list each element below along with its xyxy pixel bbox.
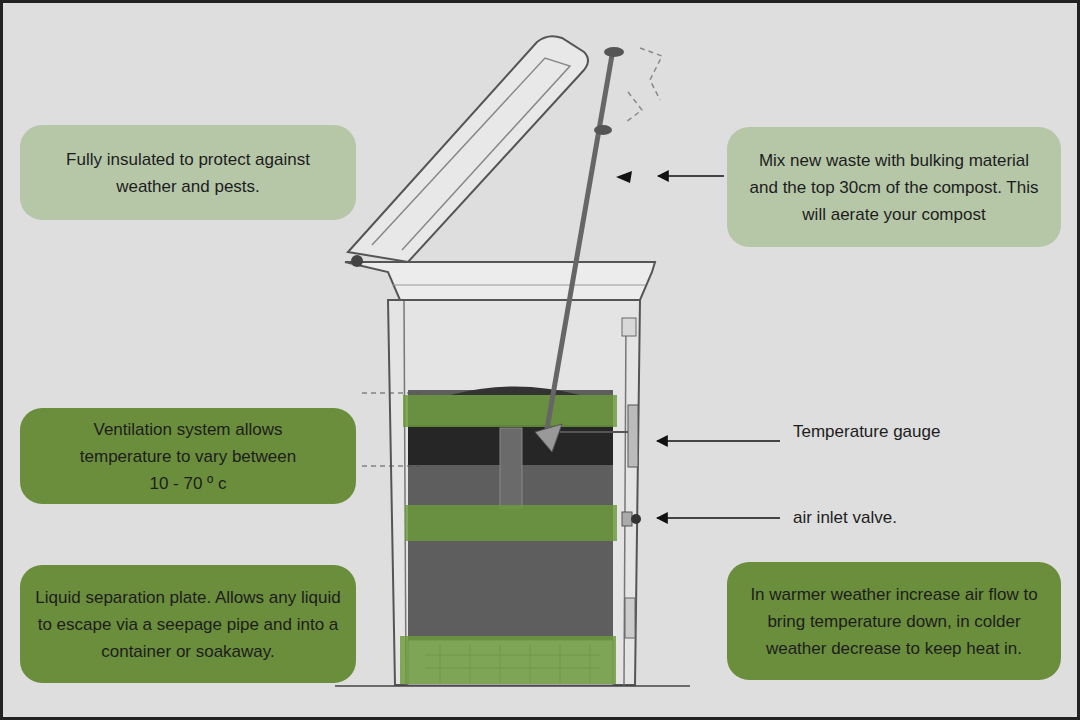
note-box: Fully insulated to protect against weath… xyxy=(20,125,356,220)
aerator-handle xyxy=(604,47,624,57)
leader-arrow xyxy=(657,517,780,519)
note-text: Liquid separation plate. Allows any liqu… xyxy=(34,584,342,665)
leader-arrow xyxy=(657,440,780,442)
note-box: Ventilation system allows temperature to… xyxy=(20,408,356,504)
lid-edge xyxy=(372,58,570,250)
part-label: Temperature gauge xyxy=(793,421,940,443)
ground-line xyxy=(335,685,690,687)
note-box: Mix new waste with bulking material and … xyxy=(727,127,1061,247)
aerator-blade xyxy=(535,424,562,452)
motion-ghost xyxy=(626,92,642,122)
compost-top xyxy=(450,387,580,396)
highlight-band xyxy=(405,505,617,541)
aerator-grip xyxy=(594,125,612,135)
bin-bracket xyxy=(622,318,636,336)
motion-ghost xyxy=(640,48,662,100)
temperature-gauge xyxy=(628,405,638,467)
motion-arrow xyxy=(616,171,632,183)
note-box: Liquid separation plate. Allows any liqu… xyxy=(20,565,356,683)
central-column xyxy=(500,428,522,508)
note-box: In warmer weather increase air flow to b… xyxy=(727,562,1061,680)
note-text: Fully insulated to protect against weath… xyxy=(50,146,326,200)
note-text: Mix new waste with bulking material and … xyxy=(743,147,1045,228)
part-label: air inlet valve. xyxy=(793,507,897,529)
guide-line xyxy=(362,393,420,394)
leader-arrow xyxy=(658,175,724,177)
air-inlet-valve xyxy=(631,514,641,524)
bin-wall xyxy=(404,300,406,685)
gauge-probe xyxy=(560,431,628,433)
seepage-outlet xyxy=(625,598,635,638)
aerator-rod xyxy=(546,55,612,435)
valve-body xyxy=(622,512,632,526)
bin-rim xyxy=(345,262,655,300)
highlight-band xyxy=(400,636,616,684)
guide-line xyxy=(362,466,420,467)
note-text: In warmer weather increase air flow to b… xyxy=(743,581,1045,662)
lid-hinge xyxy=(351,255,363,267)
note-text: Ventilation system allows temperature to… xyxy=(68,416,308,497)
rim-line xyxy=(392,285,645,286)
bin-body xyxy=(388,300,640,685)
bin-lid xyxy=(348,36,588,262)
highlight-band xyxy=(403,395,617,427)
